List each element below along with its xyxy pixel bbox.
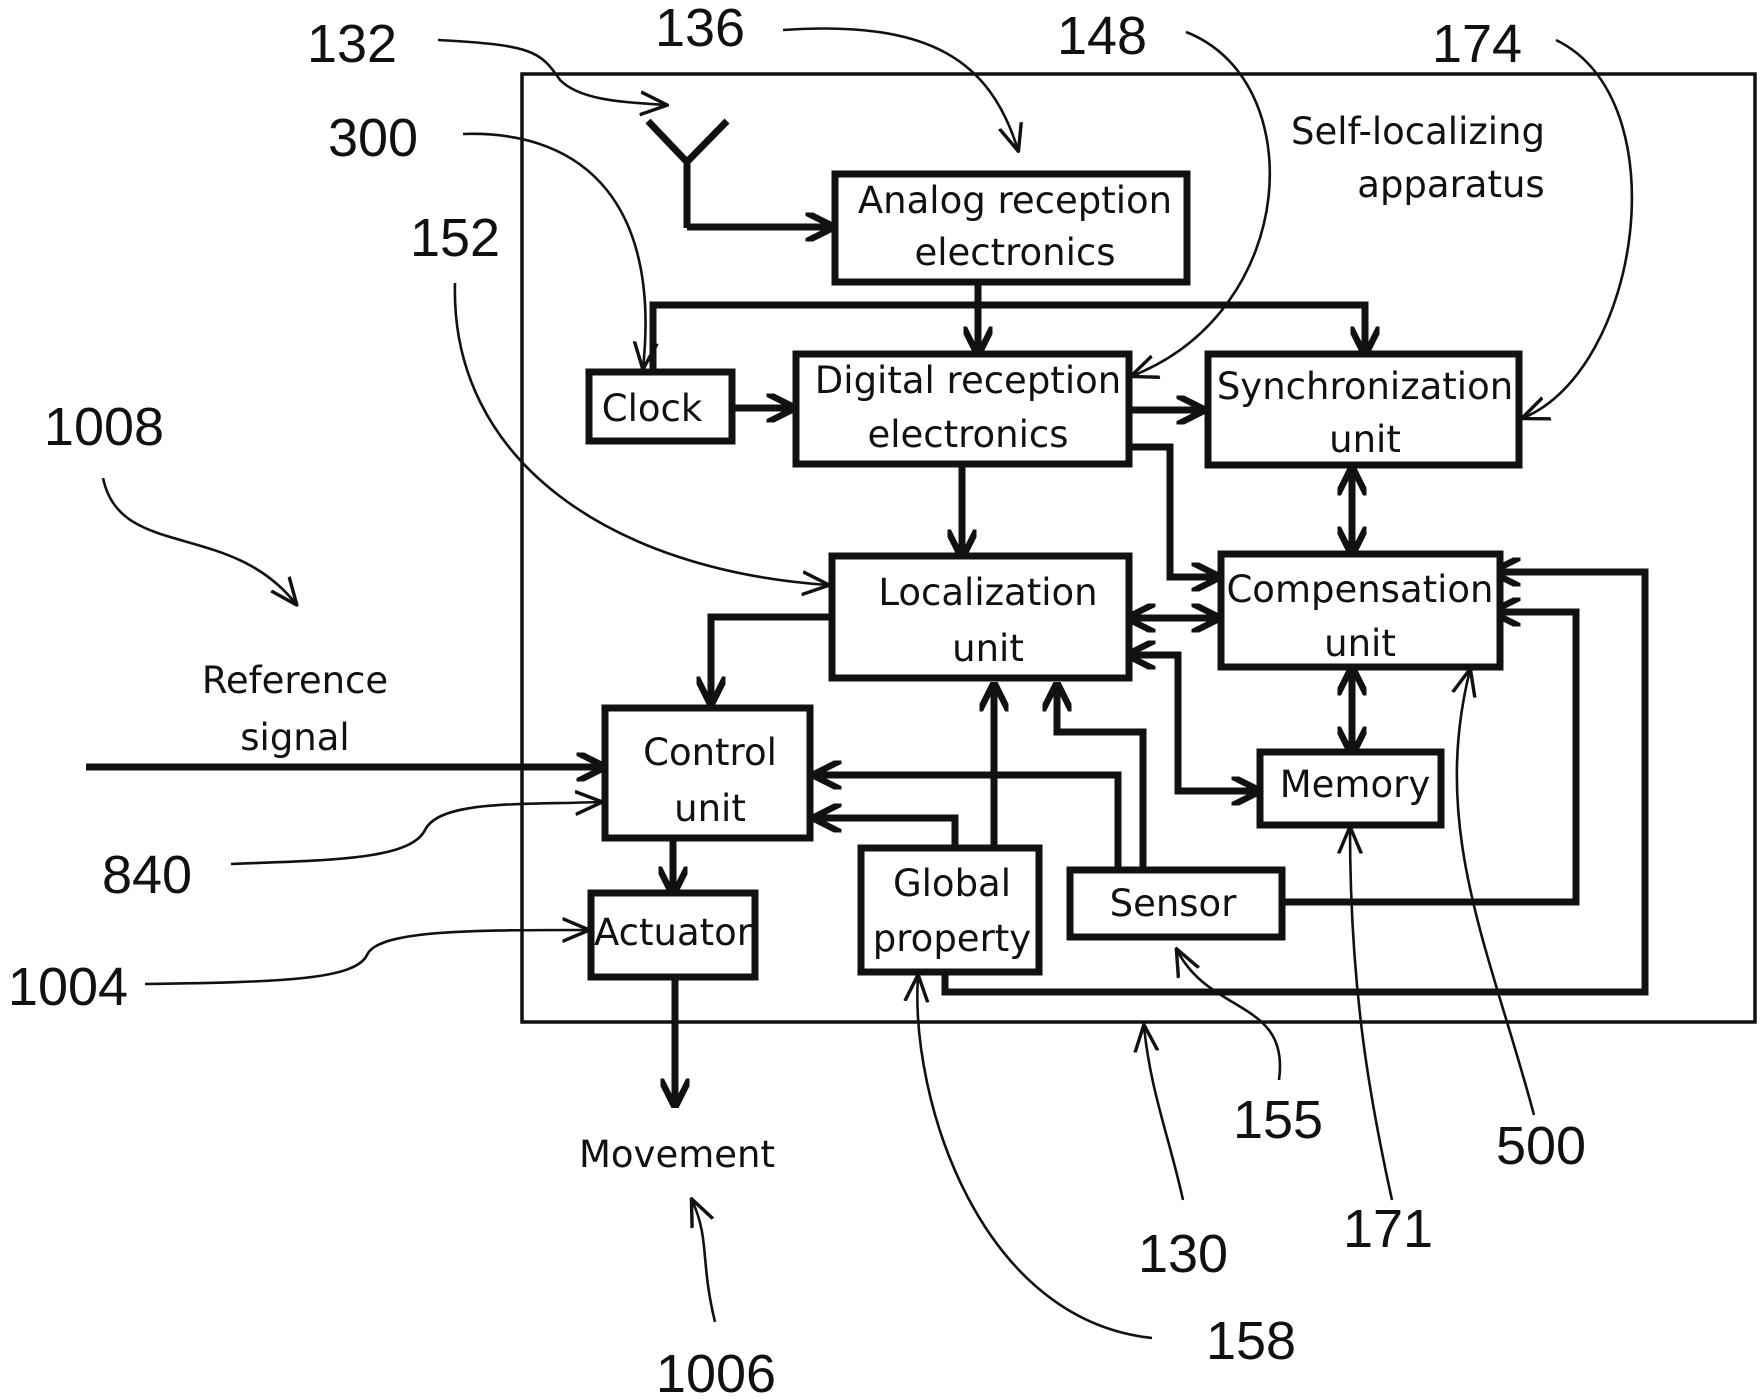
svg-text:Compensation: Compensation <box>1226 568 1493 611</box>
ref-148: 148 <box>1057 6 1147 66</box>
wire-bus-to-sync <box>978 305 1365 350</box>
svg-text:electronics: electronics <box>914 231 1115 274</box>
ref-174: 174 <box>1432 14 1522 74</box>
ref-152: 152 <box>410 208 500 268</box>
ref-300: 300 <box>328 108 418 168</box>
ref-840: 840 <box>102 845 192 905</box>
svg-text:Memory: Memory <box>1280 763 1430 806</box>
svg-text:Analog reception: Analog reception <box>858 179 1172 222</box>
leader-158 <box>917 976 1152 1338</box>
block-sensor: Sensor <box>1070 870 1282 937</box>
svg-text:Sensor: Sensor <box>1110 882 1238 925</box>
ref-500: 500 <box>1496 1116 1586 1176</box>
wire-local-memory <box>1132 655 1255 791</box>
wire-global-to-control <box>818 818 955 846</box>
leader-500 <box>1457 670 1534 1115</box>
block-global-property: Global property <box>861 848 1039 972</box>
ref-1006: 1006 <box>656 1344 776 1399</box>
apparatus-label: Self-localizing <box>1291 110 1545 153</box>
leader-171 <box>1350 828 1392 1200</box>
svg-text:Localization: Localization <box>878 571 1097 614</box>
svg-text:Actuator: Actuator <box>594 911 753 954</box>
wire-antenna-to-analog <box>687 227 829 228</box>
block-control-unit: Control unit <box>605 708 810 838</box>
leader-1006 <box>692 1200 715 1322</box>
movement-label: Movement <box>579 1133 775 1176</box>
ref-1004: 1004 <box>8 957 128 1017</box>
svg-text:Digital reception: Digital reception <box>815 359 1121 402</box>
svg-text:unit: unit <box>674 787 746 830</box>
leader-130 <box>1144 1026 1183 1200</box>
ref-130: 130 <box>1138 1224 1228 1284</box>
ref-158: 158 <box>1206 1311 1296 1371</box>
block-compensation-unit: Compensation unit <box>1221 554 1500 667</box>
leader-1008 <box>103 478 296 604</box>
block-clock: Clock <box>589 372 732 441</box>
reference-signal-label-2: signal <box>240 716 349 759</box>
svg-text:unit: unit <box>952 627 1024 670</box>
svg-text:electronics: electronics <box>867 413 1068 456</box>
block-actuator: Actuator <box>591 893 755 977</box>
block-synchronization-unit: Synchronization unit <box>1208 354 1519 465</box>
ref-171: 171 <box>1343 1199 1433 1259</box>
block-localization-unit: Localization unit <box>832 556 1129 678</box>
leader-155 <box>1177 950 1280 1080</box>
ref-136: 136 <box>655 0 745 58</box>
svg-text:unit: unit <box>1329 418 1401 461</box>
apparatus-label-2: apparatus <box>1357 163 1544 206</box>
wire-local-to-control <box>711 617 832 700</box>
ref-155: 155 <box>1233 1090 1323 1150</box>
svg-text:property: property <box>873 917 1031 960</box>
svg-text:unit: unit <box>1324 622 1396 665</box>
antenna-icon <box>648 121 727 228</box>
block-digital-reception: Digital reception electronics <box>796 354 1129 464</box>
leader-840 <box>231 802 601 864</box>
svg-text:Synchronization: Synchronization <box>1217 365 1513 408</box>
svg-text:Clock: Clock <box>602 387 703 430</box>
svg-text:Control: Control <box>643 731 777 774</box>
svg-text:Global: Global <box>893 862 1011 905</box>
block-memory: Memory <box>1260 752 1441 825</box>
leader-136 <box>783 29 1018 151</box>
block-analog-reception: Analog reception electronics <box>835 174 1187 282</box>
ref-1008: 1008 <box>44 397 164 457</box>
ref-132: 132 <box>307 14 397 74</box>
reference-signal-label: Reference <box>202 659 388 702</box>
leader-174 <box>1523 40 1632 418</box>
wire-digital-to-comp <box>1129 447 1215 577</box>
